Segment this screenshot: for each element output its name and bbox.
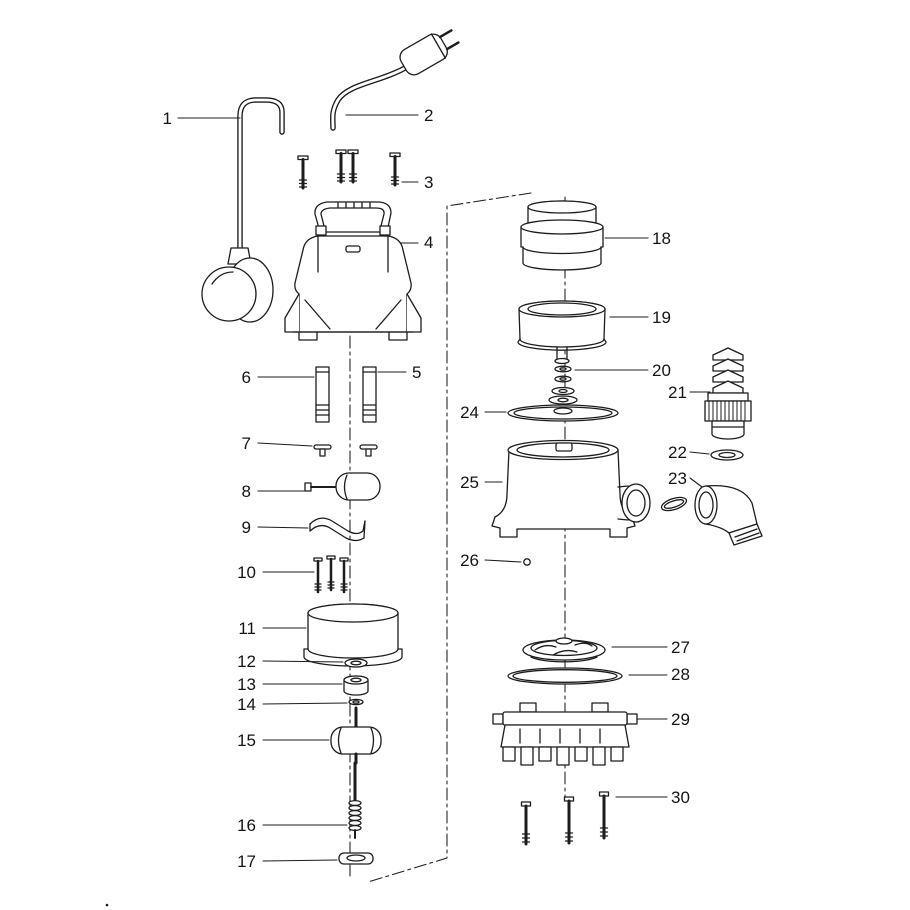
part-6-bolt: [315, 366, 330, 423]
part-label-11: 11: [238, 619, 256, 638]
part-27-impeller: [522, 637, 606, 663]
part-label-29: 29: [671, 710, 690, 729]
part-22-flat-washer: [710, 449, 744, 461]
part-5-bolt: [362, 366, 377, 423]
stray-mark: [105, 903, 109, 907]
part-30-screws: [520, 791, 610, 846]
part-10-screws: [313, 555, 349, 594]
leader-lines: [177, 114, 711, 862]
part-label-2: 2: [424, 106, 433, 125]
part-label-1: 1: [163, 109, 172, 128]
part-3-screws: [297, 149, 401, 190]
part-8-capacitor: [304, 472, 381, 501]
part-28-large-o-ring: [507, 667, 623, 685]
part-label-21: 21: [668, 383, 687, 402]
part-label-25: 25: [460, 473, 479, 492]
part-11-motor-housing: [303, 603, 403, 667]
part-label-4: 4: [424, 233, 433, 252]
part-label-10: 10: [237, 563, 256, 582]
part-label-8: 8: [242, 482, 251, 501]
part-20-washers: [548, 365, 578, 405]
part-label-26: 26: [460, 551, 479, 570]
part-4-upper-housing: [284, 201, 422, 341]
part-label-28: 28: [671, 665, 690, 684]
part-label-22: 22: [668, 443, 687, 462]
part-label-19: 19: [652, 308, 671, 327]
part-label-7: 7: [242, 434, 251, 453]
part-1-float-switch: [201, 97, 285, 323]
part-24-gasket-plate: [507, 404, 619, 422]
part-9-bracket: [309, 517, 366, 542]
part-label-13: 13: [237, 675, 256, 694]
part-2-power-cord: [329, 29, 460, 131]
part-label-6: 6: [242, 368, 251, 387]
part-label-14: 14: [237, 695, 256, 714]
part-label-3: 3: [424, 173, 433, 192]
part-14-retaining-ring: [348, 698, 364, 706]
part-29-base-strainer: [492, 702, 638, 766]
part-label-5: 5: [412, 363, 421, 382]
part-label-20: 20: [652, 361, 671, 380]
part-18-hose-coupling: [520, 200, 604, 271]
part-17-seal-plate: [338, 852, 374, 865]
part-13-bearing: [343, 675, 369, 696]
part-label-18: 18: [652, 229, 671, 248]
part-label-9: 9: [242, 518, 251, 537]
part-23-o-ring: [660, 496, 688, 512]
part-19-diffuser-cap: [517, 300, 607, 365]
part-label-16: 16: [237, 816, 256, 835]
part-26-pin: [523, 558, 531, 566]
part-12-washer: [344, 658, 368, 668]
part-21-hose-adapter: [704, 347, 752, 440]
part-label-30: 30: [671, 788, 690, 807]
part-16-shaft-spring: [348, 761, 362, 839]
part-label-17: 17: [237, 852, 256, 871]
part-labels: 1 2 3 4 5 6 7 8 9 10 11 12 13 14 15 16 1…: [163, 106, 690, 871]
part-25-volute-body: [491, 439, 651, 538]
part-label-24: 24: [460, 403, 479, 422]
part-label-12: 12: [237, 652, 256, 671]
part-7-cap-fasteners: [313, 444, 378, 457]
discharge-elbow: [694, 484, 763, 546]
part-label-27: 27: [671, 638, 690, 657]
plug: [399, 29, 460, 76]
part-label-23: 23: [668, 469, 687, 488]
part-label-15: 15: [237, 731, 256, 750]
part-15-rotor: [330, 706, 382, 765]
